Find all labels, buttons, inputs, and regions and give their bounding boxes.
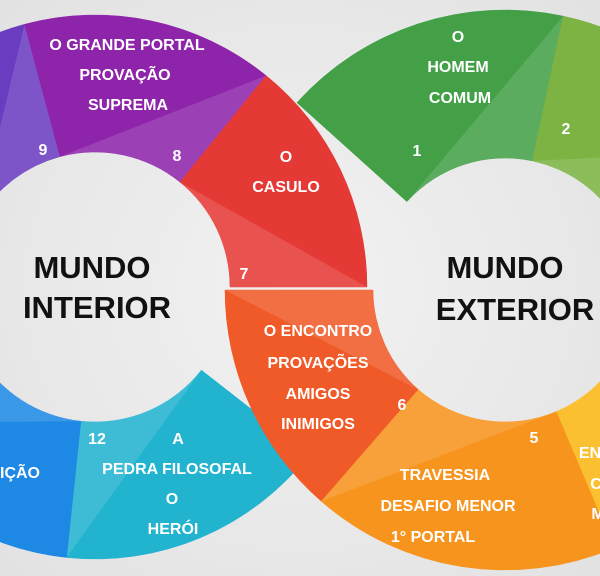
left-ring-title-line2: INTERIOR xyxy=(23,290,171,325)
seg8-label-line2: PROVAÇÃO xyxy=(79,64,170,84)
seg7-number: 7 xyxy=(240,266,249,283)
right-ring-title-line2: EXTERIOR xyxy=(436,292,594,327)
seg9-segment xyxy=(0,23,61,192)
seg2-number: 2 xyxy=(562,121,571,138)
seg5-label-line2: DESAFIO MENOR xyxy=(380,498,516,515)
seg5-label-line3: 1° PORTAL xyxy=(391,529,476,546)
seg8-number: 8 xyxy=(173,148,182,165)
seg6-label-line2: PROVAÇÕES xyxy=(267,352,368,372)
seg1-facet xyxy=(406,16,564,202)
seg7-segment xyxy=(179,75,368,288)
seg8-label-line1: O GRANDE PORTAL xyxy=(49,37,204,54)
left-ring-title-line1: MUNDO xyxy=(33,250,150,285)
seg7-label-line2: CASULO xyxy=(252,179,320,196)
seg6-segment xyxy=(224,289,419,502)
seg2-facet xyxy=(532,157,600,199)
seg12-label-line1: A xyxy=(172,431,184,448)
seg6-facet xyxy=(225,290,419,390)
seg6-label-line3: AMIGOS xyxy=(286,386,351,403)
seg1-segment xyxy=(296,9,564,203)
seg12-label-line2: PEDRA FILOSOFAL xyxy=(102,461,252,478)
seg7-label-line1: O xyxy=(280,149,292,166)
seg1-label-line2: HOMEM xyxy=(427,59,488,76)
seg12-label-line3: O xyxy=(166,491,178,508)
seg2-segment xyxy=(532,15,600,199)
seg9-facet xyxy=(0,24,61,192)
seg1-number: 1 xyxy=(413,143,422,160)
seg11-label: IÇÃO xyxy=(0,462,40,482)
seg8-label-line3: SUPREMA xyxy=(88,97,168,114)
seg4-segment xyxy=(556,381,600,515)
seg5-facet xyxy=(321,389,557,502)
seg6-label-line1: O ENCONTRO xyxy=(264,323,372,340)
seg11-segment xyxy=(0,382,82,558)
seg12-number: 12 xyxy=(88,431,106,448)
seg1-label-line3: COMUM xyxy=(429,90,491,107)
seg7-facet xyxy=(179,182,367,287)
seg4-label-line2: C xyxy=(590,476,600,493)
seg6-label-line4: INIMIGOS xyxy=(281,416,355,433)
seg5-segment xyxy=(320,389,600,571)
seg8-facet xyxy=(60,75,267,183)
seg6-number: 6 xyxy=(398,397,407,414)
seg4-label-line3: M xyxy=(591,506,600,523)
seg11-facet xyxy=(0,382,81,422)
seg9-number: 9 xyxy=(39,142,48,159)
seg8-segment xyxy=(24,14,267,183)
seg4-label-line1: EN xyxy=(579,445,600,462)
seg4-facet xyxy=(556,381,600,514)
seg12-facet xyxy=(66,370,202,558)
seg1-label-line1: O xyxy=(452,29,464,46)
seg12-label-line4: HERÓI xyxy=(148,519,199,538)
seg5-number: 5 xyxy=(530,430,539,447)
right-ring-title-line1: MUNDO xyxy=(446,250,563,285)
seg5-label-line1: TRAVESSIA xyxy=(400,467,491,484)
seg12-segment xyxy=(66,369,310,560)
